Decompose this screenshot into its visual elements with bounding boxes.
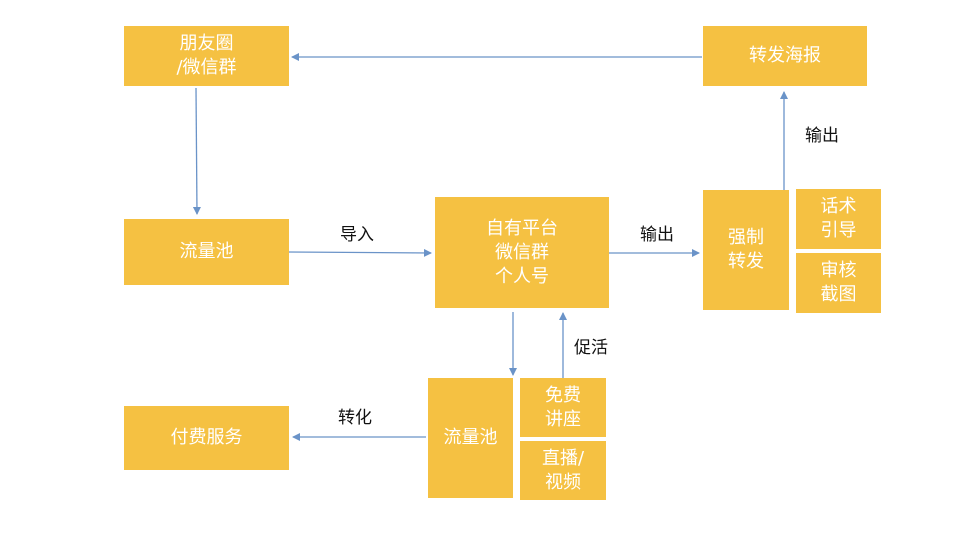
node-review-screenshot: 审核 截图 bbox=[796, 253, 881, 313]
edge-label-import: 导入 bbox=[340, 225, 374, 245]
node-script-guide: 话术 引导 bbox=[796, 189, 881, 249]
node-own-platform: 自有平台 微信群 个人号 bbox=[435, 197, 609, 308]
arrow-pool-to-platform bbox=[287, 248, 432, 257]
arrow-moments-to-pool bbox=[192, 87, 201, 215]
node-share-poster: 转发海报 bbox=[703, 26, 867, 86]
node-paid-service: 付费服务 bbox=[124, 406, 289, 470]
edge-label-activate: 促活 bbox=[574, 338, 608, 358]
node-forced-share: 强制 转发 bbox=[703, 190, 789, 310]
edge-label-output-1: 输出 bbox=[640, 225, 674, 245]
node-live-video: 直播/ 视频 bbox=[520, 441, 606, 500]
node-moments-wechat-groups: 朋友圈 /微信群 bbox=[124, 26, 289, 86]
edge-label-convert: 转化 bbox=[338, 408, 372, 428]
node-traffic-pool-2: 流量池 bbox=[428, 378, 513, 498]
node-traffic-pool-1: 流量池 bbox=[124, 219, 289, 285]
node-free-lecture: 免费 讲座 bbox=[520, 378, 606, 437]
edge-label-output-2: 输出 bbox=[805, 126, 839, 146]
